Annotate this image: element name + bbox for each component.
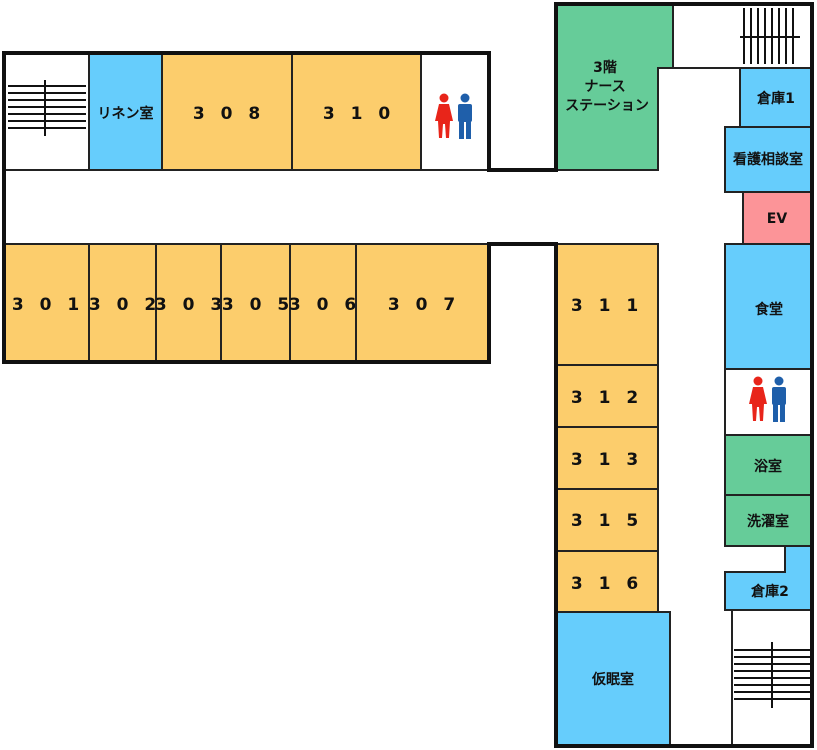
stairs-icon — [8, 80, 86, 136]
dining-room-label: 食堂 — [755, 301, 783, 318]
room-311-label: 3 1 1 — [571, 296, 643, 316]
restroom-icon — [749, 376, 786, 422]
room-312-label: 3 1 2 — [571, 388, 643, 408]
nurse-station-label-2: ナース — [584, 79, 625, 95]
room-306[interactable]: 3 0 6 — [289, 243, 361, 363]
room-305[interactable]: 3 0 5 — [220, 243, 294, 363]
room-307-label: 3 0 7 — [388, 295, 460, 315]
laundry-room[interactable]: 洗濯室 — [724, 494, 813, 547]
storage-2-label: 倉庫2 — [750, 583, 789, 600]
room-310-shape — [291, 52, 422, 171]
storage-1-label: 倉庫1 — [756, 90, 795, 107]
room-301-label: 3 0 1 — [12, 295, 84, 315]
room-313-label: 3 1 3 — [571, 450, 643, 470]
room-301[interactable]: 3 0 1 — [3, 243, 90, 363]
dining-room-shape — [724, 243, 813, 370]
room-305-label: 3 0 5 — [222, 295, 294, 315]
room-313[interactable]: 3 1 3 — [555, 426, 659, 490]
nurse-station-label-1: 3階 — [593, 59, 617, 76]
room-302-label: 3 0 2 — [89, 295, 161, 315]
stairs-top-right — [672, 3, 813, 69]
room-303-label: 3 0 3 — [155, 295, 227, 315]
restroom-icon — [435, 93, 472, 139]
room-308[interactable]: 3 0 8 — [161, 52, 293, 171]
room-308-label: 3 0 8 — [193, 104, 265, 124]
storage-2[interactable]: 倉庫2 — [724, 545, 813, 611]
storage-1[interactable]: 倉庫1 — [739, 67, 813, 128]
room-310-label: 3 1 0 — [323, 104, 395, 124]
room-linen-label: リネン室 — [98, 105, 154, 122]
restroom-right[interactable] — [724, 368, 813, 436]
bath-room-label: 浴室 — [754, 458, 782, 475]
nap-room[interactable]: 仮眠室 — [555, 611, 671, 747]
room-315-shape — [555, 488, 659, 552]
room-306-shape — [289, 243, 357, 363]
laundry-room-label: 洗濯室 — [747, 513, 789, 530]
nap-room-shape — [555, 611, 671, 747]
room-316-label: 3 1 6 — [571, 574, 643, 594]
consultation-room[interactable]: 看護相談室 — [724, 126, 813, 193]
bath-room[interactable]: 浴室 — [724, 434, 813, 496]
bath-room-shape — [724, 434, 813, 496]
room-311[interactable]: 3 1 1 — [555, 243, 659, 366]
stairs-icon — [734, 642, 810, 708]
room-307-shape — [355, 243, 490, 363]
consultation-room-label: 看護相談室 — [732, 151, 803, 168]
stairs-icon — [740, 8, 800, 64]
stairs-bottom-right — [731, 609, 813, 747]
room-302[interactable]: 3 0 2 — [88, 243, 161, 363]
room-315-label: 3 1 5 — [571, 511, 643, 531]
room-307[interactable]: 3 0 7 — [355, 243, 490, 363]
room-315[interactable]: 3 1 5 — [555, 488, 659, 552]
room-311-shape — [555, 243, 659, 366]
storage-2-shape — [724, 545, 813, 611]
room-linen[interactable]: リネン室 — [88, 52, 163, 171]
nurse-station[interactable]: 3階 ナース ステーション — [555, 3, 674, 171]
storage-1-shape — [739, 67, 813, 128]
elevator[interactable]: EV — [742, 191, 813, 245]
elevator-label: EV — [767, 211, 788, 227]
room-306-label: 3 0 6 — [289, 295, 361, 315]
laundry-room-shape — [724, 494, 813, 547]
room-312-shape — [555, 364, 659, 428]
room-310[interactable]: 3 1 0 — [291, 52, 422, 171]
nap-room-label: 仮眠室 — [591, 671, 634, 688]
room-308-shape — [161, 52, 293, 171]
dining-room[interactable]: 食堂 — [724, 243, 813, 370]
room-303[interactable]: 3 0 3 — [155, 243, 227, 363]
nurse-station-label-3: ステーション — [565, 98, 649, 114]
room-316[interactable]: 3 1 6 — [555, 550, 659, 613]
room-303-shape — [155, 243, 222, 363]
restroom-top[interactable] — [420, 52, 490, 171]
stairs-left — [3, 52, 90, 171]
room-312[interactable]: 3 1 2 — [555, 364, 659, 428]
room-313-shape — [555, 426, 659, 490]
